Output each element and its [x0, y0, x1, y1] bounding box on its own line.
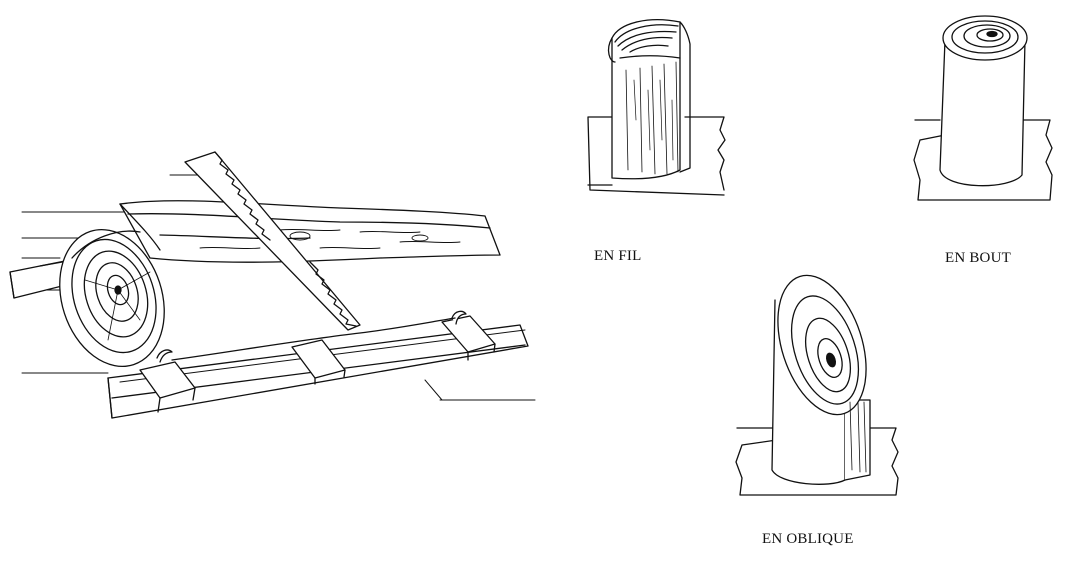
label-en-fil: EN FIL [594, 248, 642, 264]
cross-ties [140, 311, 495, 412]
saw-blade [185, 152, 360, 330]
en-fil-illustration [588, 20, 725, 195]
leader-lines [22, 175, 535, 400]
log-end-rings [43, 216, 181, 380]
label-en-bout: EN BOUT [945, 250, 1011, 266]
label-en-oblique: EN OBLIQUE [762, 531, 854, 547]
log-plank [120, 201, 500, 262]
sawing-illustration [10, 152, 535, 418]
en-bout-illustration [914, 16, 1052, 200]
en-oblique-illustration [736, 264, 898, 495]
